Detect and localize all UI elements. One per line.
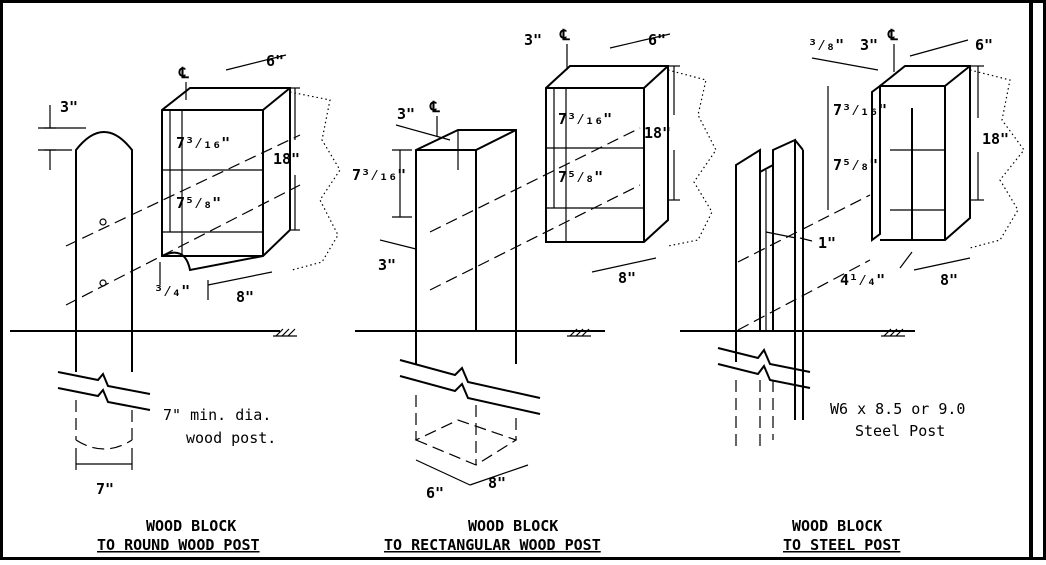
rect-centerline-mark: ℄ (429, 98, 440, 116)
steel-dim-flange-gap: 1" (818, 234, 836, 252)
round-block (161, 87, 291, 272)
dim-block-depth: 8" (236, 288, 254, 306)
steel-centerline-mark: ℄ (887, 26, 898, 44)
panel-steel-post: 1" ³⁄₈" 3" ℄ 6" 18" 7³⁄₁₆" 7⁵⁄₈" 4¹⁄₄" 8… (680, 26, 1025, 554)
rect-dim-block-depth: 8" (618, 269, 636, 287)
dim-notch: ³⁄₄" (154, 282, 190, 300)
rect-dim-side-offset: 3" (378, 256, 396, 274)
rect-block (545, 65, 669, 243)
dim-bolt-lower: 7⁵⁄₈" (176, 194, 221, 212)
rect-post (415, 129, 517, 331)
steel-caption-2: TO STEEL POST (783, 536, 900, 554)
steel-dim-plate: ³⁄₈" (808, 36, 844, 54)
dim-bolt-upper: 7³⁄₁₆" (176, 134, 230, 152)
round-post-note-1: 7" min. dia. (163, 406, 271, 424)
rect-dim-post-top: 7³⁄₁₆" (352, 166, 406, 184)
rect-dim-top-offset: 3" (397, 105, 415, 123)
steel-dim-block-width: 6" (975, 36, 993, 54)
rect-dim-block-width: 6" (648, 31, 666, 49)
round-caption-1: WOOD BLOCK (146, 517, 236, 535)
steel-dim-block-height: 18" (982, 130, 1009, 148)
steel-block (871, 65, 971, 242)
steel-dim-bolt-upper: 7³⁄₁₆" (833, 101, 887, 119)
panel-rect-post: ℄ 3" 7³⁄₁₆" 3" 3" ℄ 6" 18" (352, 26, 717, 554)
rect-centerline-block: ℄ (559, 26, 570, 44)
round-post-note-2: wood post. (186, 429, 276, 447)
rect-dim-bolt-lower: 7⁵⁄₈" (558, 168, 603, 186)
rect-dim-post-w: 6" (426, 484, 444, 502)
panel-round-post: 3" ℄ 6" 18" 7³⁄₁₆" 7⁵⁄₈" (10, 52, 341, 554)
steel-post-note-2: Steel Post (855, 422, 945, 440)
centerline-mark: ℄ (178, 64, 189, 82)
round-post (75, 131, 133, 331)
dim-block-width: 6" (266, 52, 284, 70)
steel-dim-block-depth: 8" (940, 271, 958, 289)
round-caption-2: TO ROUND WOOD POST (97, 536, 260, 554)
steel-post-note-1: W6 x 8.5 or 9.0 (830, 400, 965, 418)
steel-dim-top-offset: 3" (860, 36, 878, 54)
steel-caption-1: WOOD BLOCK (792, 517, 882, 535)
steel-dim-bolt-lower: 7⁵⁄₈" (833, 156, 878, 174)
rect-caption-2: TO RECTANGULAR WOOD POST (384, 536, 601, 554)
dim-top-cap: 3" (60, 98, 78, 116)
steel-dim-web-offset: 4¹⁄₄" (840, 271, 885, 289)
dim-block-height: 18" (273, 150, 300, 168)
rect-dim-block-top: 3" (524, 31, 542, 49)
steel-post (735, 138, 804, 331)
dim-post-dia: 7" (96, 480, 114, 498)
rect-caption-1: WOOD BLOCK (468, 517, 558, 535)
rect-dim-block-height: 18" (644, 124, 671, 142)
rect-dim-post-d: 8" (488, 474, 506, 492)
rect-dim-bolt-upper: 7³⁄₁₆" (558, 110, 612, 128)
